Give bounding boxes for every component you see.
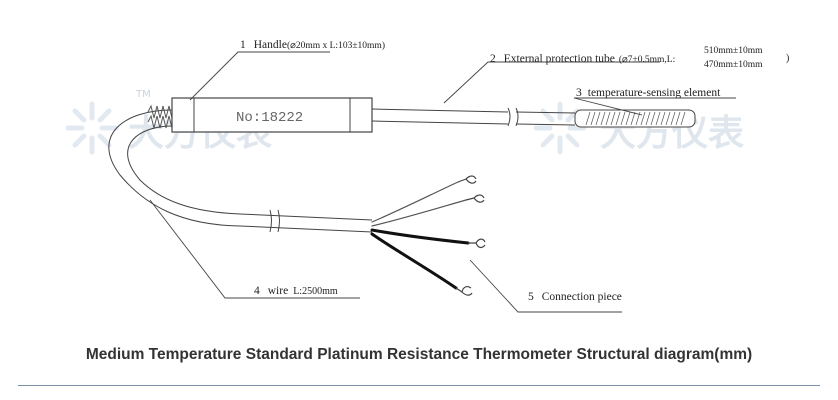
wire-leads xyxy=(370,181,470,290)
fork-connectors xyxy=(455,175,486,296)
label-tube-length-1: 510mm±10mm xyxy=(704,46,763,56)
label-tube-length-2: 470mm±10mm xyxy=(704,60,763,70)
divider-line xyxy=(18,385,820,386)
handle: No:18222 xyxy=(171,97,373,133)
watermark-tm: TM xyxy=(135,89,151,100)
sensing-element xyxy=(574,109,696,128)
handle-marking: No:18222 xyxy=(236,110,303,126)
watermark-logo-right xyxy=(533,101,587,155)
leader-lines xyxy=(149,51,736,313)
watermark-logo-left xyxy=(65,101,119,155)
wire-cable xyxy=(108,109,373,233)
diagram-caption: Medium Temperature Standard Platinum Res… xyxy=(85,346,753,363)
protection-tube xyxy=(371,107,576,127)
label-tube-close: ) xyxy=(786,53,789,64)
